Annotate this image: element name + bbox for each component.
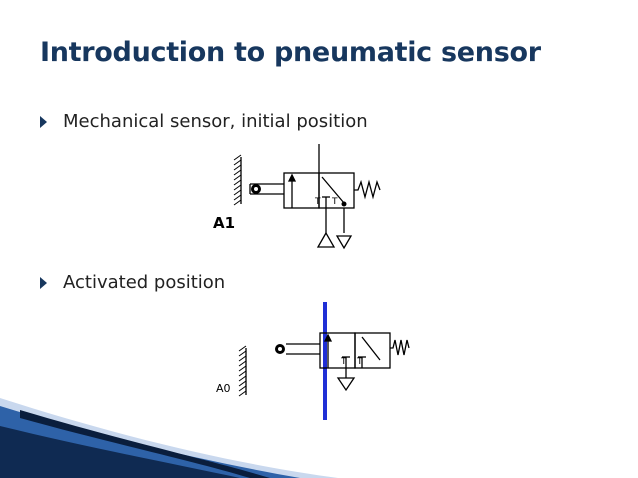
valve-box-right bbox=[354, 332, 391, 369]
diagram-label: A0 bbox=[216, 382, 231, 395]
spring-icon bbox=[390, 339, 410, 356]
diagram-label: A1 bbox=[213, 214, 235, 232]
port-mark: T bbox=[340, 357, 347, 367]
sensor-diagram-initial: T T A1 bbox=[213, 144, 381, 250]
spring-icon bbox=[354, 179, 381, 200]
bullet-item-initial-position: Mechanical sensor, initial position bbox=[40, 111, 368, 132]
flow-arrow-diagonal bbox=[321, 176, 345, 204]
bullet-item-activated-position: Activated position bbox=[40, 272, 225, 293]
port-mark: T bbox=[331, 197, 338, 207]
exhaust-icon bbox=[335, 235, 353, 250]
pressure-source-icon bbox=[316, 231, 336, 248]
slide-title: Introduction to pneumatic sensor bbox=[40, 37, 541, 68]
decorative-wave bbox=[0, 398, 338, 478]
sensor-diagram-activated: T T A0 bbox=[216, 302, 410, 420]
flow-arrow-diagonal bbox=[361, 336, 381, 361]
bullet-text: Activated position bbox=[63, 272, 226, 293]
plunger-arm bbox=[286, 343, 320, 355]
exhaust-icon bbox=[336, 377, 356, 392]
port-mark: T bbox=[356, 357, 363, 367]
wall-hatching bbox=[233, 154, 242, 206]
valve-box-left bbox=[283, 172, 320, 209]
bullet-arrow-icon bbox=[40, 276, 47, 289]
bullet-text: Mechanical sensor, initial position bbox=[63, 111, 368, 132]
bullet-arrow-icon bbox=[40, 115, 47, 128]
plunger-arm bbox=[249, 183, 284, 195]
wall-hatching bbox=[238, 345, 247, 397]
port-mark: T bbox=[314, 197, 321, 207]
